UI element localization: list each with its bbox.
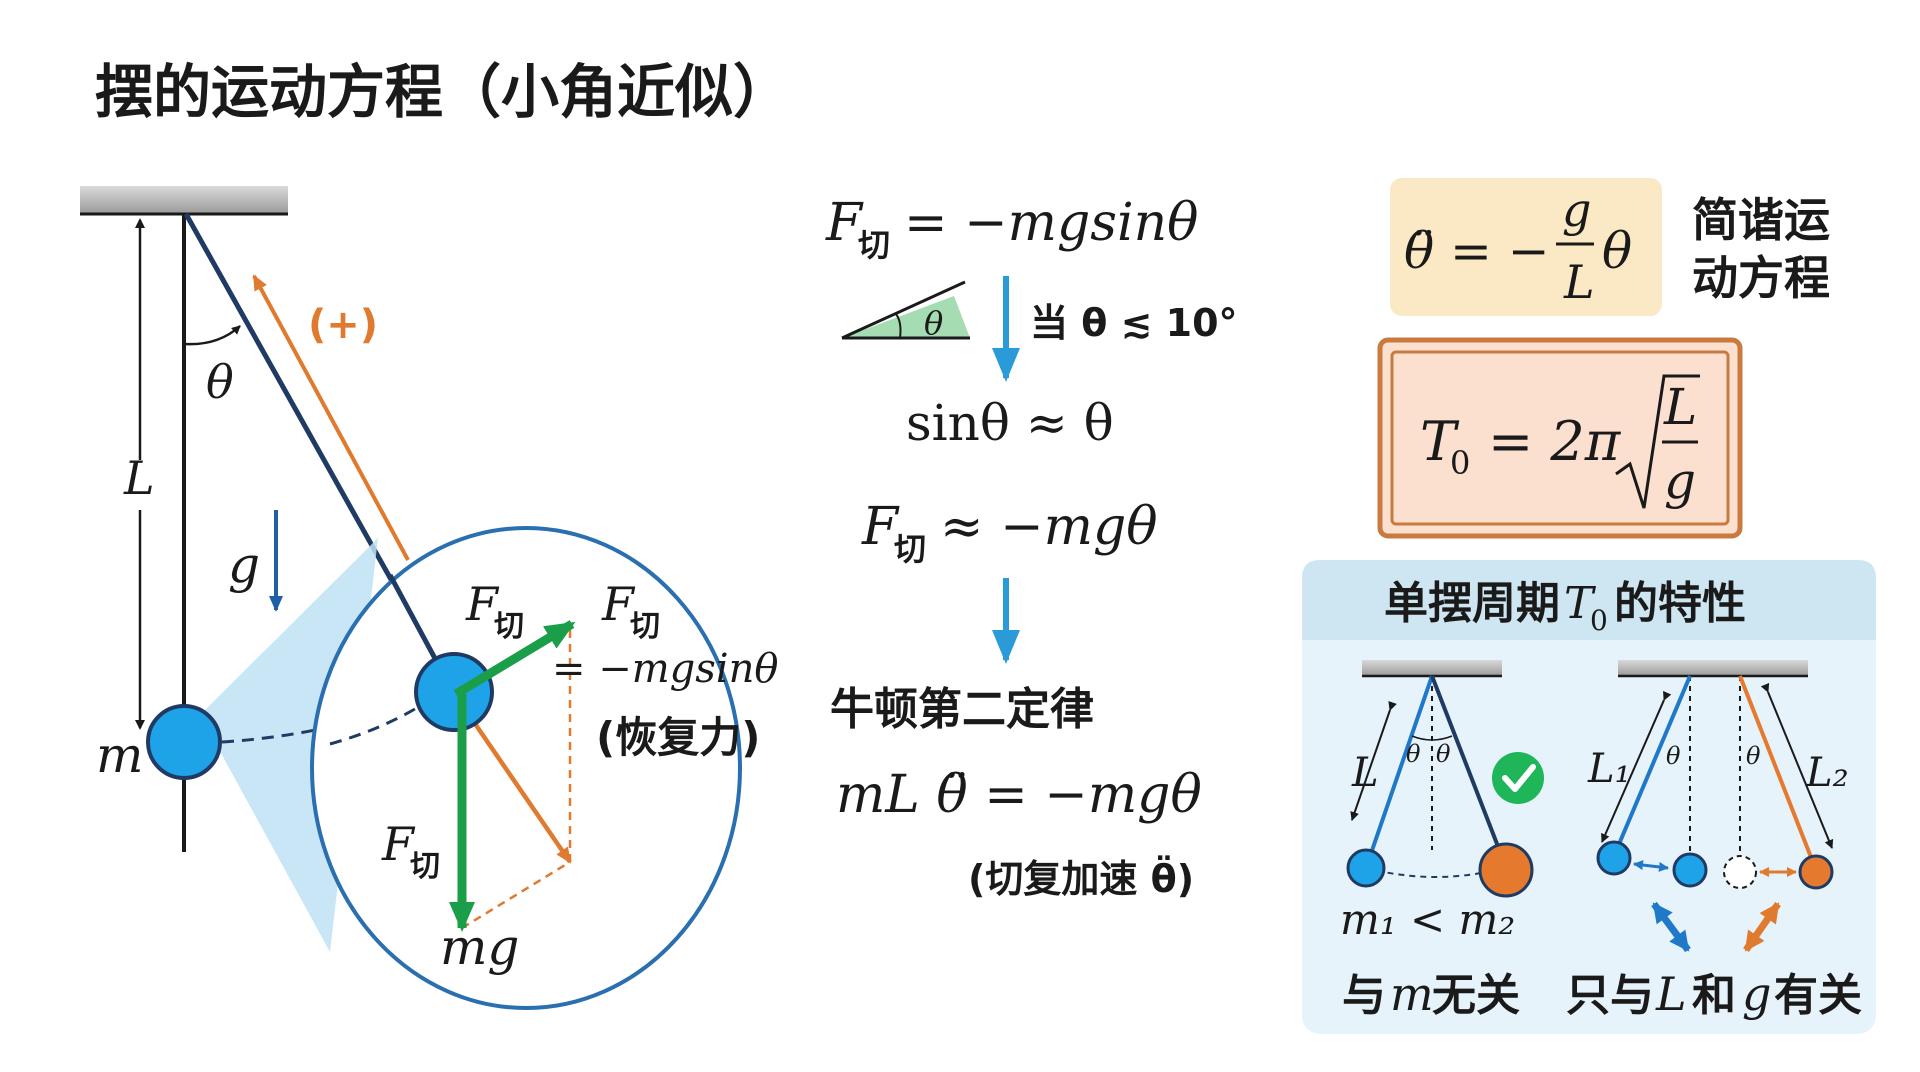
- svg-text:T: T: [1420, 410, 1460, 473]
- equation-approx-force: F 切 ≈ −mgθ: [861, 497, 1158, 568]
- equation-of-motion: mL θ̈ = −mgθ: [836, 765, 1202, 825]
- mass-independence-diagram: θ θ L m₁ < m₂ 与 m 无关: [1340, 660, 1544, 1021]
- svg-text:有关: 有关: [1774, 970, 1862, 1021]
- svg-text:≈ −mgθ: ≈ −mgθ: [940, 497, 1158, 557]
- svg-text:L: L: [1655, 967, 1687, 1021]
- svg-text:θ: θ: [1602, 222, 1632, 280]
- svg-text:L: L: [1563, 255, 1595, 309]
- tangential-acceleration-note: (切复加速 θ̈): [968, 855, 1194, 901]
- zoomed-bob: [414, 652, 494, 732]
- svg-text:θ̈ = −: θ̈ = −: [1404, 222, 1550, 280]
- swing-path: [221, 700, 421, 744]
- gravity-effect-arrow: [1743, 902, 1781, 952]
- svg-text:的特性: 的特性: [1614, 578, 1746, 629]
- svg-text:= 2π: = 2π: [1488, 410, 1622, 473]
- svg-text:θ: θ: [1406, 740, 1421, 768]
- shm-equation-box: θ̈ = − g L θ: [1390, 178, 1662, 316]
- svg-text:L: L: [1663, 378, 1697, 436]
- check-icon: [1492, 752, 1544, 804]
- svg-text:只与: 只与: [1566, 970, 1654, 1021]
- svg-text:切: 切: [894, 530, 926, 568]
- small-mass-bob: [1346, 848, 1386, 888]
- tangent-force-label-top: F 切: [465, 577, 524, 644]
- angle-arc: [183, 325, 241, 346]
- restoring-force-label: (恢复力): [596, 713, 760, 762]
- gravity-label: g: [228, 536, 260, 594]
- mass-independence-caption: 与 m 无关: [1342, 967, 1520, 1021]
- length-effect-arrow: [1651, 901, 1691, 953]
- tangent-force-arrow: [453, 620, 576, 698]
- svg-text:切: 切: [858, 226, 890, 264]
- svg-text:F: F: [465, 577, 500, 631]
- svg-text:0: 0: [1590, 604, 1608, 637]
- svg-text:F: F: [861, 497, 900, 557]
- shm-label-line1: 简谐运: [1692, 193, 1830, 247]
- mass-compare-label: m₁ < m₂: [1340, 895, 1515, 944]
- svg-text:L₂: L₂: [1805, 750, 1849, 796]
- svg-text:切: 切: [410, 849, 440, 884]
- svg-text:= −mgsinθ: = −mgsinθ: [904, 193, 1198, 253]
- properties-panel: 单摆周期 T 0 的特性 θ θ L m₁ < m₂: [1302, 560, 1876, 1034]
- newton-second-law: 牛顿第二定律: [830, 684, 1094, 735]
- svg-text:F: F: [825, 193, 864, 253]
- svg-text:单摆周期: 单摆周期: [1384, 578, 1560, 629]
- svg-text:切: 切: [494, 609, 524, 644]
- positive-direction-label: (+): [308, 302, 378, 348]
- svg-text:无关: 无关: [1432, 970, 1520, 1021]
- svg-text:g: g: [1742, 967, 1771, 1021]
- svg-text:L₁: L₁: [1587, 746, 1631, 792]
- period-formula-box: T 0 = 2π L g: [1377, 337, 1743, 539]
- shm-label-line2: 动方程: [1692, 251, 1830, 305]
- svg-text:m: m: [1390, 967, 1434, 1021]
- small-angle-triangle: θ: [841, 280, 970, 342]
- length-label: L: [123, 451, 155, 505]
- svg-text:θ: θ: [1746, 742, 1761, 770]
- length-gravity-diagram: θ θ L₁ L₂ 只与 L 和 g 有关: [1566, 660, 1862, 1021]
- svg-text:g: g: [1664, 452, 1696, 510]
- zoom-circle: [310, 526, 742, 1010]
- pendulum-diagram: L θ (+) g m: [80, 186, 778, 1010]
- svg-text:θ: θ: [924, 304, 943, 342]
- svg-text:L: L: [1351, 750, 1379, 796]
- tangent-force-formula: = −mgsinθ: [552, 646, 778, 692]
- svg-text:和: 和: [1692, 970, 1736, 1021]
- equation-tangent-force: F 切 = −mgsinθ: [825, 193, 1198, 264]
- svg-text:F: F: [601, 577, 636, 631]
- small-angle-condition: 当 θ ≲ 10°: [1030, 301, 1238, 345]
- derivation-column: F 切 = −mgsinθ θ 当 θ ≲ 10° sinθ ≈ θ F 切 ≈…: [825, 193, 1238, 901]
- mass-label: m: [96, 726, 143, 784]
- tangent-force-label-left: F 切: [381, 817, 440, 884]
- pendulum-bob: [146, 704, 222, 780]
- page-title: 摆的运动方程（小角近似）: [95, 58, 791, 126]
- theta-label: θ: [206, 355, 234, 409]
- svg-text:与: 与: [1342, 970, 1386, 1021]
- svg-text:F: F: [381, 817, 416, 871]
- positive-direction-arrow: [252, 274, 410, 561]
- svg-text:g: g: [1562, 183, 1591, 237]
- sine-approximation: sinθ ≈ θ: [906, 394, 1114, 452]
- svg-text:切: 切: [630, 609, 660, 644]
- svg-text:θ: θ: [1666, 742, 1681, 770]
- large-mass-bob: [1478, 842, 1534, 898]
- ceiling: [80, 186, 288, 214]
- tangent-force-label-right: F 切: [601, 577, 660, 644]
- svg-text:0: 0: [1450, 444, 1470, 482]
- svg-text:θ: θ: [1436, 740, 1451, 768]
- svg-text:T: T: [1564, 578, 1597, 629]
- length-gravity-caption: 只与 L 和 g 有关: [1566, 967, 1862, 1021]
- properties-heading: 单摆周期 T 0 的特性: [1384, 578, 1746, 637]
- weight-label: mg: [440, 918, 519, 976]
